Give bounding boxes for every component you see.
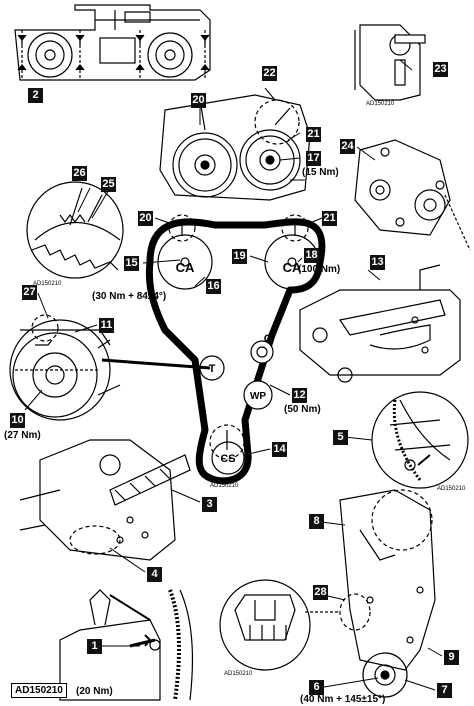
- ref-code-zoom-bottom: AD150210: [224, 671, 253, 677]
- tensioner-block-view: [299, 264, 461, 383]
- zoom-detail-bottom: [219, 579, 340, 671]
- bracket-view: [354, 139, 471, 251]
- callout-10: 10: [10, 413, 25, 428]
- callout-25: 25: [101, 177, 116, 192]
- callout-21-main: 21: [322, 211, 337, 226]
- upper-camshaft-view: [159, 94, 311, 201]
- callout-16: 16: [206, 279, 221, 294]
- torque-18: (100 Nm): [298, 264, 341, 275]
- callout-7: 7: [437, 683, 452, 698]
- callout-22: 22: [262, 66, 277, 81]
- callout-23: 23: [433, 62, 448, 77]
- callout-24: 24: [340, 139, 355, 154]
- ref-code-pin: AD150210: [366, 101, 395, 107]
- belt-routing: [145, 214, 326, 485]
- callout-26: 26: [72, 166, 87, 181]
- callout-27: 27: [22, 285, 37, 300]
- pin-view: [354, 24, 426, 101]
- pulley-label-idler: G: [264, 333, 273, 345]
- ref-code-main: AD150210: [11, 683, 67, 698]
- callout-13: 13: [370, 255, 385, 270]
- callout-19: 19: [232, 249, 247, 264]
- callout-8: 8: [309, 514, 324, 529]
- callout-2: 2: [28, 88, 43, 103]
- callout-11: 11: [99, 318, 114, 333]
- torque-1: (20 Nm): [76, 686, 113, 697]
- torque-15: (30 Nm + 84±4°): [92, 291, 167, 302]
- pulley-label-water-pump: WP: [250, 391, 266, 402]
- callout-15: 15: [124, 256, 139, 271]
- cam-lock-view: [14, 4, 211, 81]
- callout-20-top: 20: [191, 93, 206, 108]
- engine-mount-view: [339, 489, 436, 698]
- zoom-detail-top: [26, 181, 124, 279]
- pulley-label-ca-right: CA: [283, 260, 302, 275]
- callout-5: 5: [333, 430, 348, 445]
- callout-6: 6: [309, 680, 324, 695]
- ref-code-belt: AD150210: [210, 483, 239, 489]
- torque-10: (27 Nm): [4, 430, 41, 441]
- callout-4: 4: [147, 567, 162, 582]
- callout-18: 18: [304, 248, 319, 263]
- callout-12: 12: [292, 388, 307, 403]
- callout-20-main: 20: [138, 211, 153, 226]
- callout-9: 9: [444, 650, 459, 665]
- zoom-detail-right: [371, 391, 469, 489]
- tensioner-detail: [9, 314, 211, 421]
- callout-28: 28: [313, 585, 328, 600]
- torque-12: (50 Nm): [284, 404, 321, 415]
- callout-14: 14: [272, 442, 287, 457]
- callout-17: 17: [306, 151, 321, 166]
- pulley-label-ca-left: CA: [176, 260, 195, 275]
- callout-1: 1: [87, 639, 102, 654]
- ref-code-zoom-right: AD150210: [437, 486, 466, 492]
- torque-6: (40 Nm + 145±15°): [300, 694, 386, 705]
- callout-3: 3: [202, 497, 217, 512]
- callout-21-top: 21: [306, 127, 321, 142]
- ref-code-zoom-top: AD150210: [33, 281, 62, 287]
- pulley-label-crankshaft: CS: [220, 453, 235, 465]
- lower-tool-view: [19, 439, 191, 561]
- flywheel-view: [59, 589, 194, 701]
- torque-17: (15 Nm): [302, 167, 339, 178]
- pulley-label-tensioner: T: [209, 363, 216, 375]
